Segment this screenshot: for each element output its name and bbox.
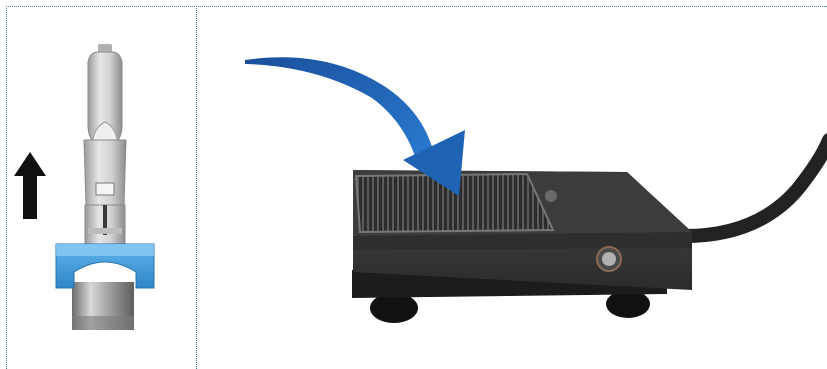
panel-divider [196,6,197,369]
pedal-wheels [370,290,650,323]
right-panel [197,0,827,369]
lamp-holder [55,243,155,330]
up-arrow-icon [14,152,46,219]
foot-pedal-icon [352,170,692,298]
pedal-cable [678,133,827,243]
figure-frame [6,6,827,369]
left-panel [0,0,196,369]
halogen-lamp-icon [83,44,127,248]
curved-down-arrow-icon [245,57,465,196]
